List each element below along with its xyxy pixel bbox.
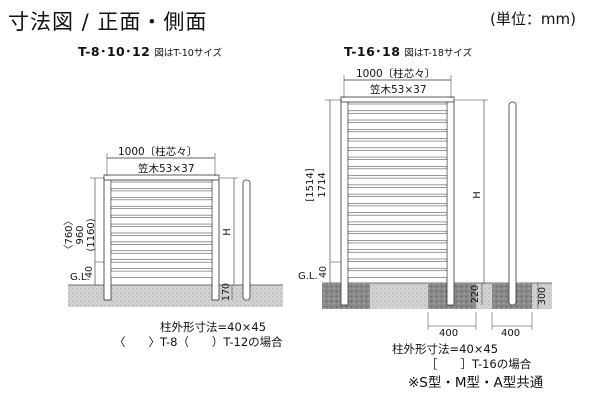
right-top-rail: [340, 96, 455, 103]
left-note-size-variants: 〈 〉T-8（ ）T-12の場合: [114, 335, 283, 349]
left-slat: [110, 208, 213, 216]
right-slat: [347, 251, 448, 260]
left-slat: [110, 235, 213, 243]
right-slat: [347, 150, 448, 158]
left-height-label-1: 〈760〉: [63, 215, 75, 254]
right-rail-label: 笠木53×37: [370, 83, 427, 96]
right-post-a: [340, 99, 349, 306]
left-slat: [110, 244, 213, 252]
left-side-post: [242, 179, 251, 301]
right-side-embed-dim: 300: [537, 287, 548, 305]
left-gl-dim: 40: [84, 266, 95, 278]
left-note-post-size: 柱外形寸法=40×45: [160, 320, 267, 334]
left-side-view: [242, 179, 251, 301]
right-gl-label: G.L.: [298, 271, 318, 282]
left-model-name: T-8･10･12: [78, 44, 151, 59]
left-model-note: 図はT-10サイズ: [154, 48, 223, 59]
right-slat: [347, 187, 448, 195]
page-title: 寸法図 / 正面・側面: [8, 10, 208, 34]
right-slat: [347, 224, 448, 232]
right-side-view: 300: [508, 101, 548, 309]
right-post-b: [446, 99, 455, 306]
right-height-label-2: 1714: [317, 172, 328, 197]
right-slat: [347, 205, 448, 213]
left-gl-label: G.L.: [70, 272, 90, 283]
right-slat: [347, 242, 448, 251]
right-slat: [347, 159, 448, 167]
left-width-label: 1000〔柱芯々〕: [118, 145, 197, 158]
right-embed-dim: 220: [470, 285, 481, 303]
right-slat: [347, 112, 448, 121]
right-height-label-1: [1514]: [305, 168, 316, 201]
left-post-b: [211, 177, 220, 301]
right-gl-dim: 40: [318, 266, 329, 278]
left-rail-label: 笠木53×37: [138, 162, 195, 175]
left-slat: [110, 270, 213, 278]
left-slat: [110, 217, 213, 225]
right-h-label: H: [472, 191, 483, 199]
right-slat: [347, 196, 448, 204]
left-embed-dim: 170: [221, 283, 232, 301]
right-slat: [347, 168, 448, 176]
right-slat: [347, 261, 448, 269]
left-top-rail: [103, 174, 220, 181]
right-slat: [347, 177, 448, 186]
right-slat: [347, 270, 448, 278]
right-note-post-size: 柱外形寸法=40×45: [392, 342, 499, 356]
left-post-a: [103, 177, 112, 301]
right-slat: [347, 140, 448, 149]
left-ground: [68, 285, 283, 307]
right-slats: [347, 103, 448, 278]
common-type-note: ※S型・M型・A型共通: [408, 375, 544, 391]
left-slat: [110, 199, 213, 207]
right-slat: [347, 214, 448, 223]
left-height-label-3: (1160): [86, 218, 97, 251]
left-slat: [110, 252, 213, 260]
right-slat: [347, 122, 448, 130]
right-slat: [347, 233, 448, 241]
right-side-post: [508, 101, 517, 306]
right-slat: [347, 103, 448, 112]
right-model-note: 図はT-18サイズ: [404, 48, 473, 59]
right-front-view: 1000〔柱芯々〕 笠木53×37 [1514] 1714 H G.L. 40 …: [298, 67, 552, 339]
left-slat: [110, 261, 213, 269]
right-foundation-width-2: 400: [501, 328, 520, 339]
left-slat: [110, 190, 213, 198]
left-slat: [110, 226, 213, 234]
right-width-label: 1000〔柱芯々〕: [356, 67, 435, 80]
left-h-label: H: [222, 228, 233, 236]
left-front-view: 1000〔柱芯々〕 笠木53×37 〈760〉 960 (1160) H G.L…: [63, 145, 283, 307]
left-slat: [110, 181, 213, 189]
right-slat: [347, 131, 448, 139]
right-foundation-width-1: 400: [439, 328, 458, 339]
right-note-size-variant: ［ ］T-16の場合: [426, 357, 532, 371]
left-height-label-2: 960: [75, 225, 86, 244]
right-model-name: T-16･18: [344, 44, 401, 59]
left-slats: [110, 181, 213, 278]
unit-label: (単位：mm): [490, 10, 576, 28]
